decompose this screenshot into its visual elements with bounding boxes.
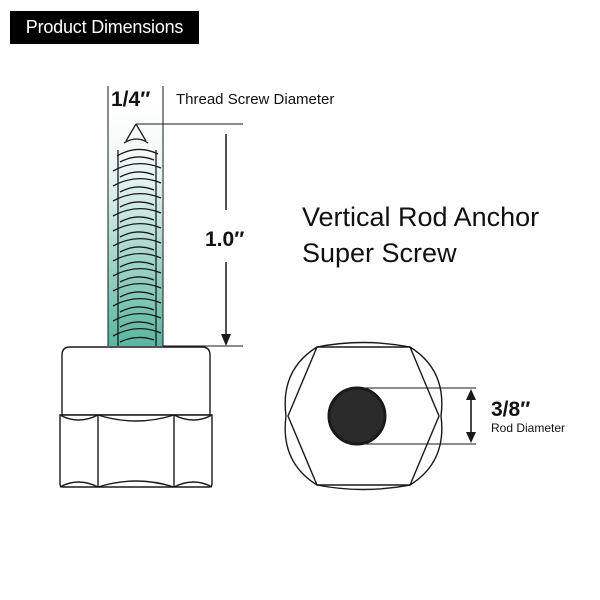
thread-diameter-label: Thread Screw Diameter — [176, 91, 334, 108]
product-name-line2: Super Screw — [302, 238, 457, 268]
rod-diameter-value: 3/8″ — [491, 398, 530, 421]
product-name-line1: Vertical Rod Anchor — [302, 202, 539, 232]
thread-diameter-guides — [107, 86, 164, 346]
product-dimensions-header: Product Dimensions — [10, 11, 199, 44]
screw-thread — [112, 123, 162, 346]
rod-diameter-guides — [357, 387, 476, 445]
length-dimension-arrow — [221, 134, 231, 346]
thread-diameter-value: 1/4″ — [111, 88, 150, 111]
thread-length-value: 1.0″ — [205, 228, 244, 251]
rod-diameter-arrow — [466, 389, 476, 443]
rod-diameter-label: Rod Diameter — [491, 421, 565, 435]
coupling-nut-side-view — [59, 346, 213, 488]
rod-hole — [327, 386, 387, 446]
